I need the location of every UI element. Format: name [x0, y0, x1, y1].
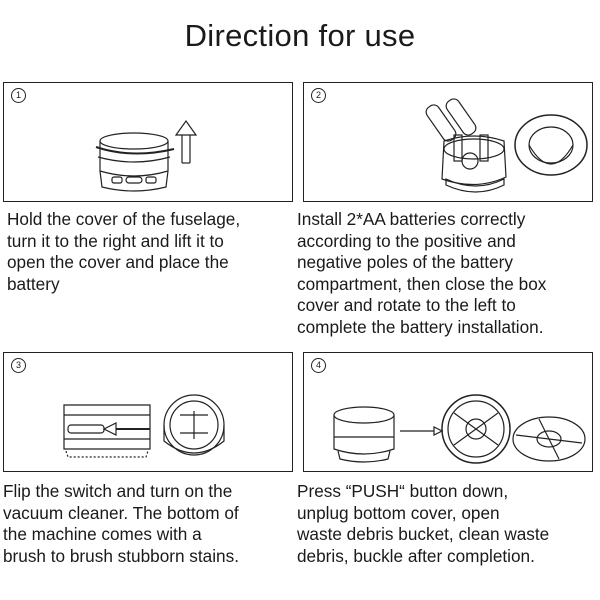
- step-1-illustration: [95, 119, 198, 192]
- step-3-number: 3: [11, 358, 26, 373]
- step-1-number: 1: [11, 88, 26, 103]
- step-2-line: cover and rotate to the left to: [297, 295, 516, 315]
- step-2-description: Install 2*AA batteries correctly accordi…: [297, 209, 589, 338]
- step-4-line: waste debris bucket, clean waste: [297, 524, 550, 544]
- step-1-line: open the cover and place the: [7, 252, 229, 272]
- step-3-line: the machine comes with a: [3, 524, 202, 544]
- step-4-description: Press “PUSH“ button down, unplug bottom …: [297, 481, 589, 567]
- step-4-line: debris, buckle after completion.: [297, 545, 535, 566]
- step-3-line: Flip the switch and turn on the: [3, 481, 233, 501]
- step-3-description: Flip the switch and turn on the vacuum c…: [3, 481, 295, 567]
- step-2-line: compartment, then close the box: [297, 273, 547, 294]
- step-1-line: battery: [7, 273, 60, 294]
- step-3-line: vacuum cleaner. The bottom of: [3, 502, 239, 523]
- step-2-illustration: [425, 98, 588, 193]
- step-2-panel: 2: [303, 82, 593, 202]
- page-title: Direction for use: [184, 18, 416, 53]
- step-2-line: negative poles of the battery: [297, 252, 513, 272]
- step-1-line: turn it to the right and lift it to: [7, 230, 224, 251]
- step-4-illustration: [333, 394, 586, 464]
- step-3-panel: 3: [3, 352, 293, 472]
- step-2-line: Install 2*AA batteries correctly: [297, 209, 526, 229]
- step-1-panel: 1: [3, 82, 293, 202]
- step-3-illustration: [63, 394, 225, 458]
- step-2-line: according to the positive and: [297, 230, 516, 251]
- step-1-description: Hold the cover of the fuselage, turn it …: [7, 209, 299, 295]
- step-3-line: brush to brush stubborn stains.: [3, 545, 239, 566]
- step-2-number: 2: [311, 88, 326, 103]
- step-4-line: Press “PUSH“ button down,: [297, 481, 509, 501]
- step-1-line: Hold the cover of the fuselage,: [7, 209, 241, 229]
- step-4-line: unplug bottom cover, open: [297, 502, 500, 523]
- step-2-line: complete the battery installation.: [297, 316, 544, 337]
- step-4-number: 4: [311, 358, 326, 373]
- step-4-panel: 4: [303, 352, 593, 472]
